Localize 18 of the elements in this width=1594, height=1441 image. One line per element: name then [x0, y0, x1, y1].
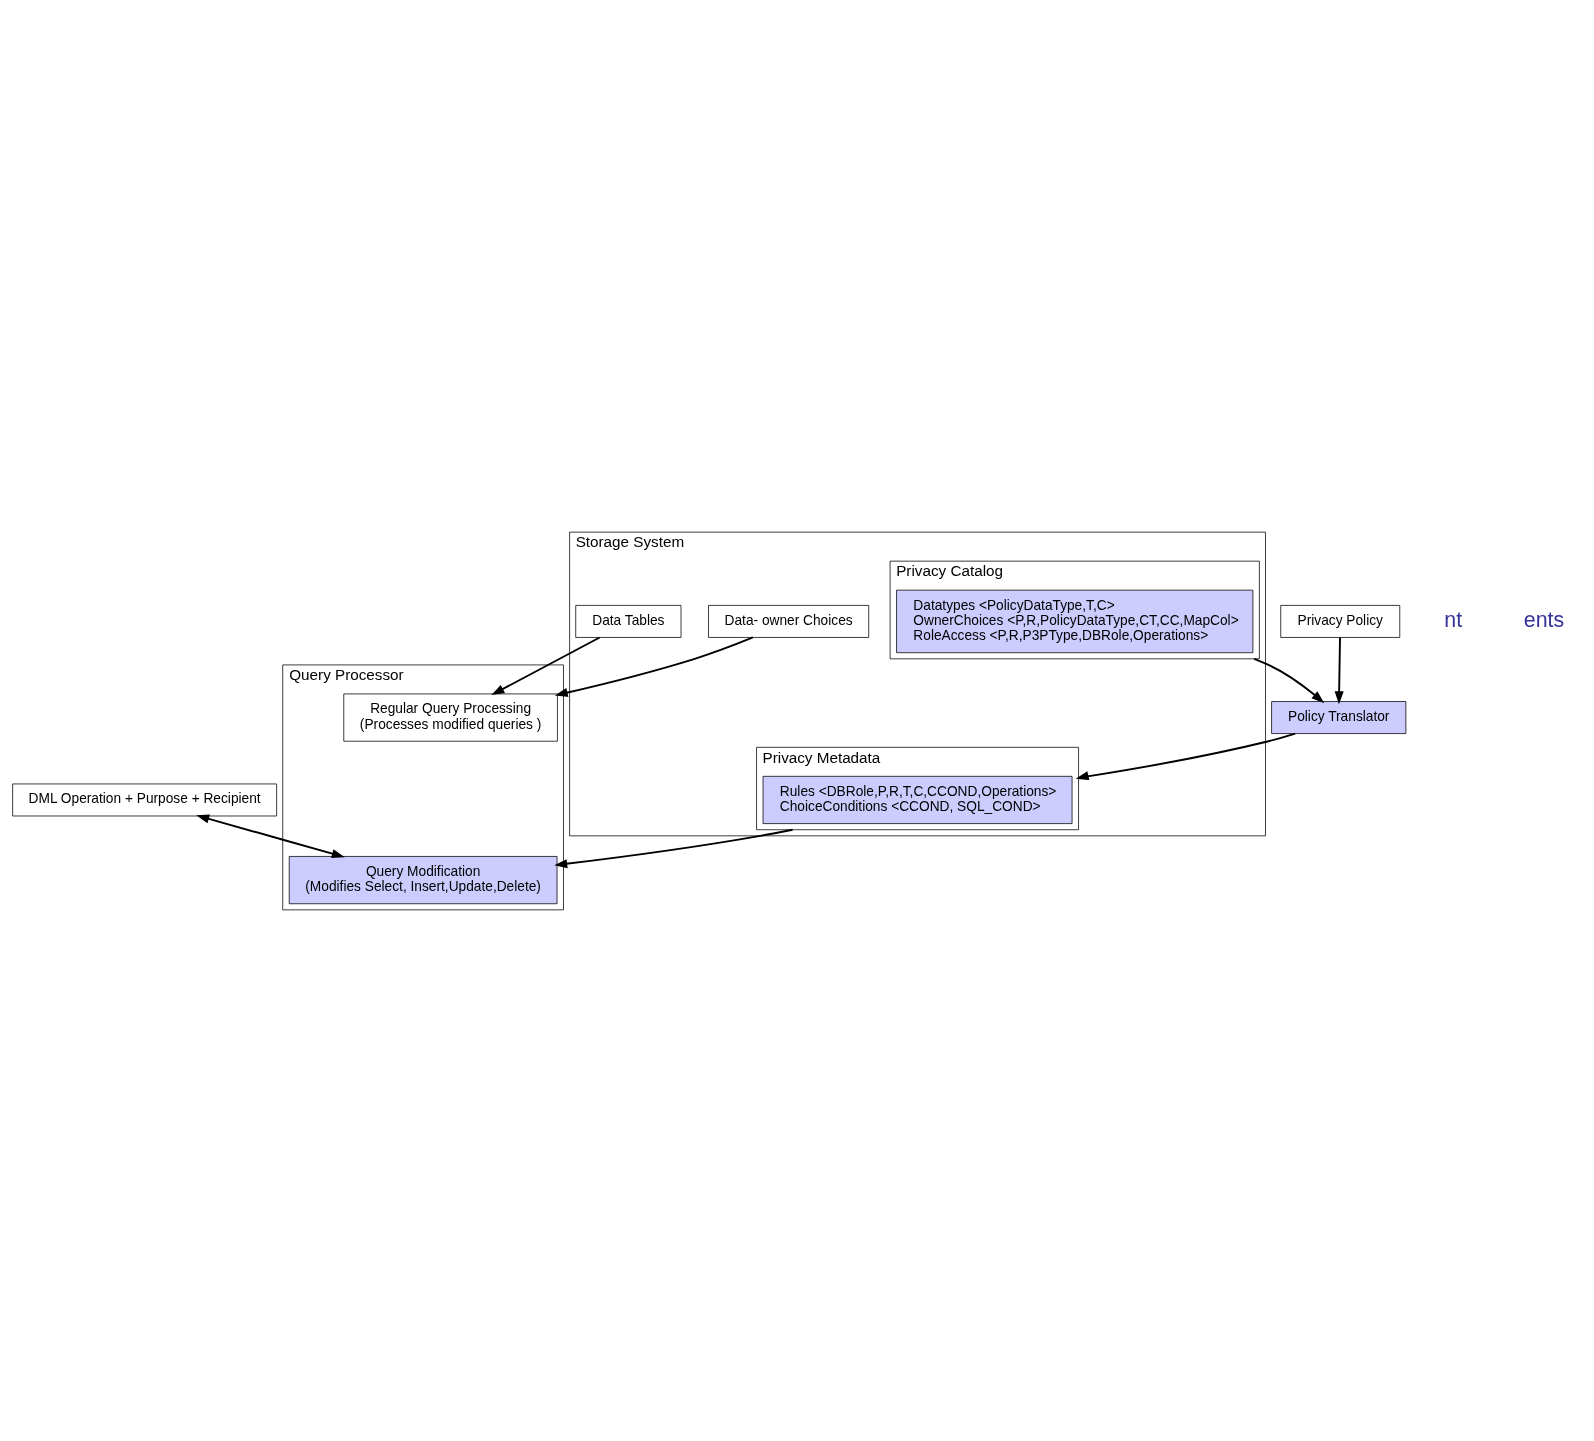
node-box: DML Operation + Purpose + Recipient [12, 783, 277, 816]
label: ents [1523, 607, 1565, 632]
arrow [554, 636, 754, 697]
node-box: Privacy Policy [1280, 604, 1401, 638]
node-box: Datatypes <PolicyDataType,T,C> OwnerChoices <P,R,PolicyDataType,CT,CC,MapCol> RoleAccess <P,R,P3PType,DBRole,Operations> [896, 589, 1254, 653]
arrow [196, 813, 345, 858]
arrow [1253, 657, 1325, 703]
label: nt [1444, 607, 1463, 632]
node-box: Data- owner Choices [708, 604, 870, 638]
node-box: Data Tables [575, 604, 682, 638]
node-box: Query Modification (Modifies Select, Insert,Update,Delete) [288, 855, 558, 904]
arrow [1075, 732, 1297, 780]
arrow [491, 636, 601, 695]
node-box: Rules <DBRole,P,R,T,C,CCOND,Operations> ChoiceConditions <CCOND, SQL_COND> [762, 775, 1073, 824]
node-box: Policy Translator [1271, 700, 1407, 734]
arrow [554, 828, 794, 868]
arrow [1334, 636, 1344, 704]
node-box: Regular Query Processing (Processes modified queries ) [343, 693, 558, 742]
